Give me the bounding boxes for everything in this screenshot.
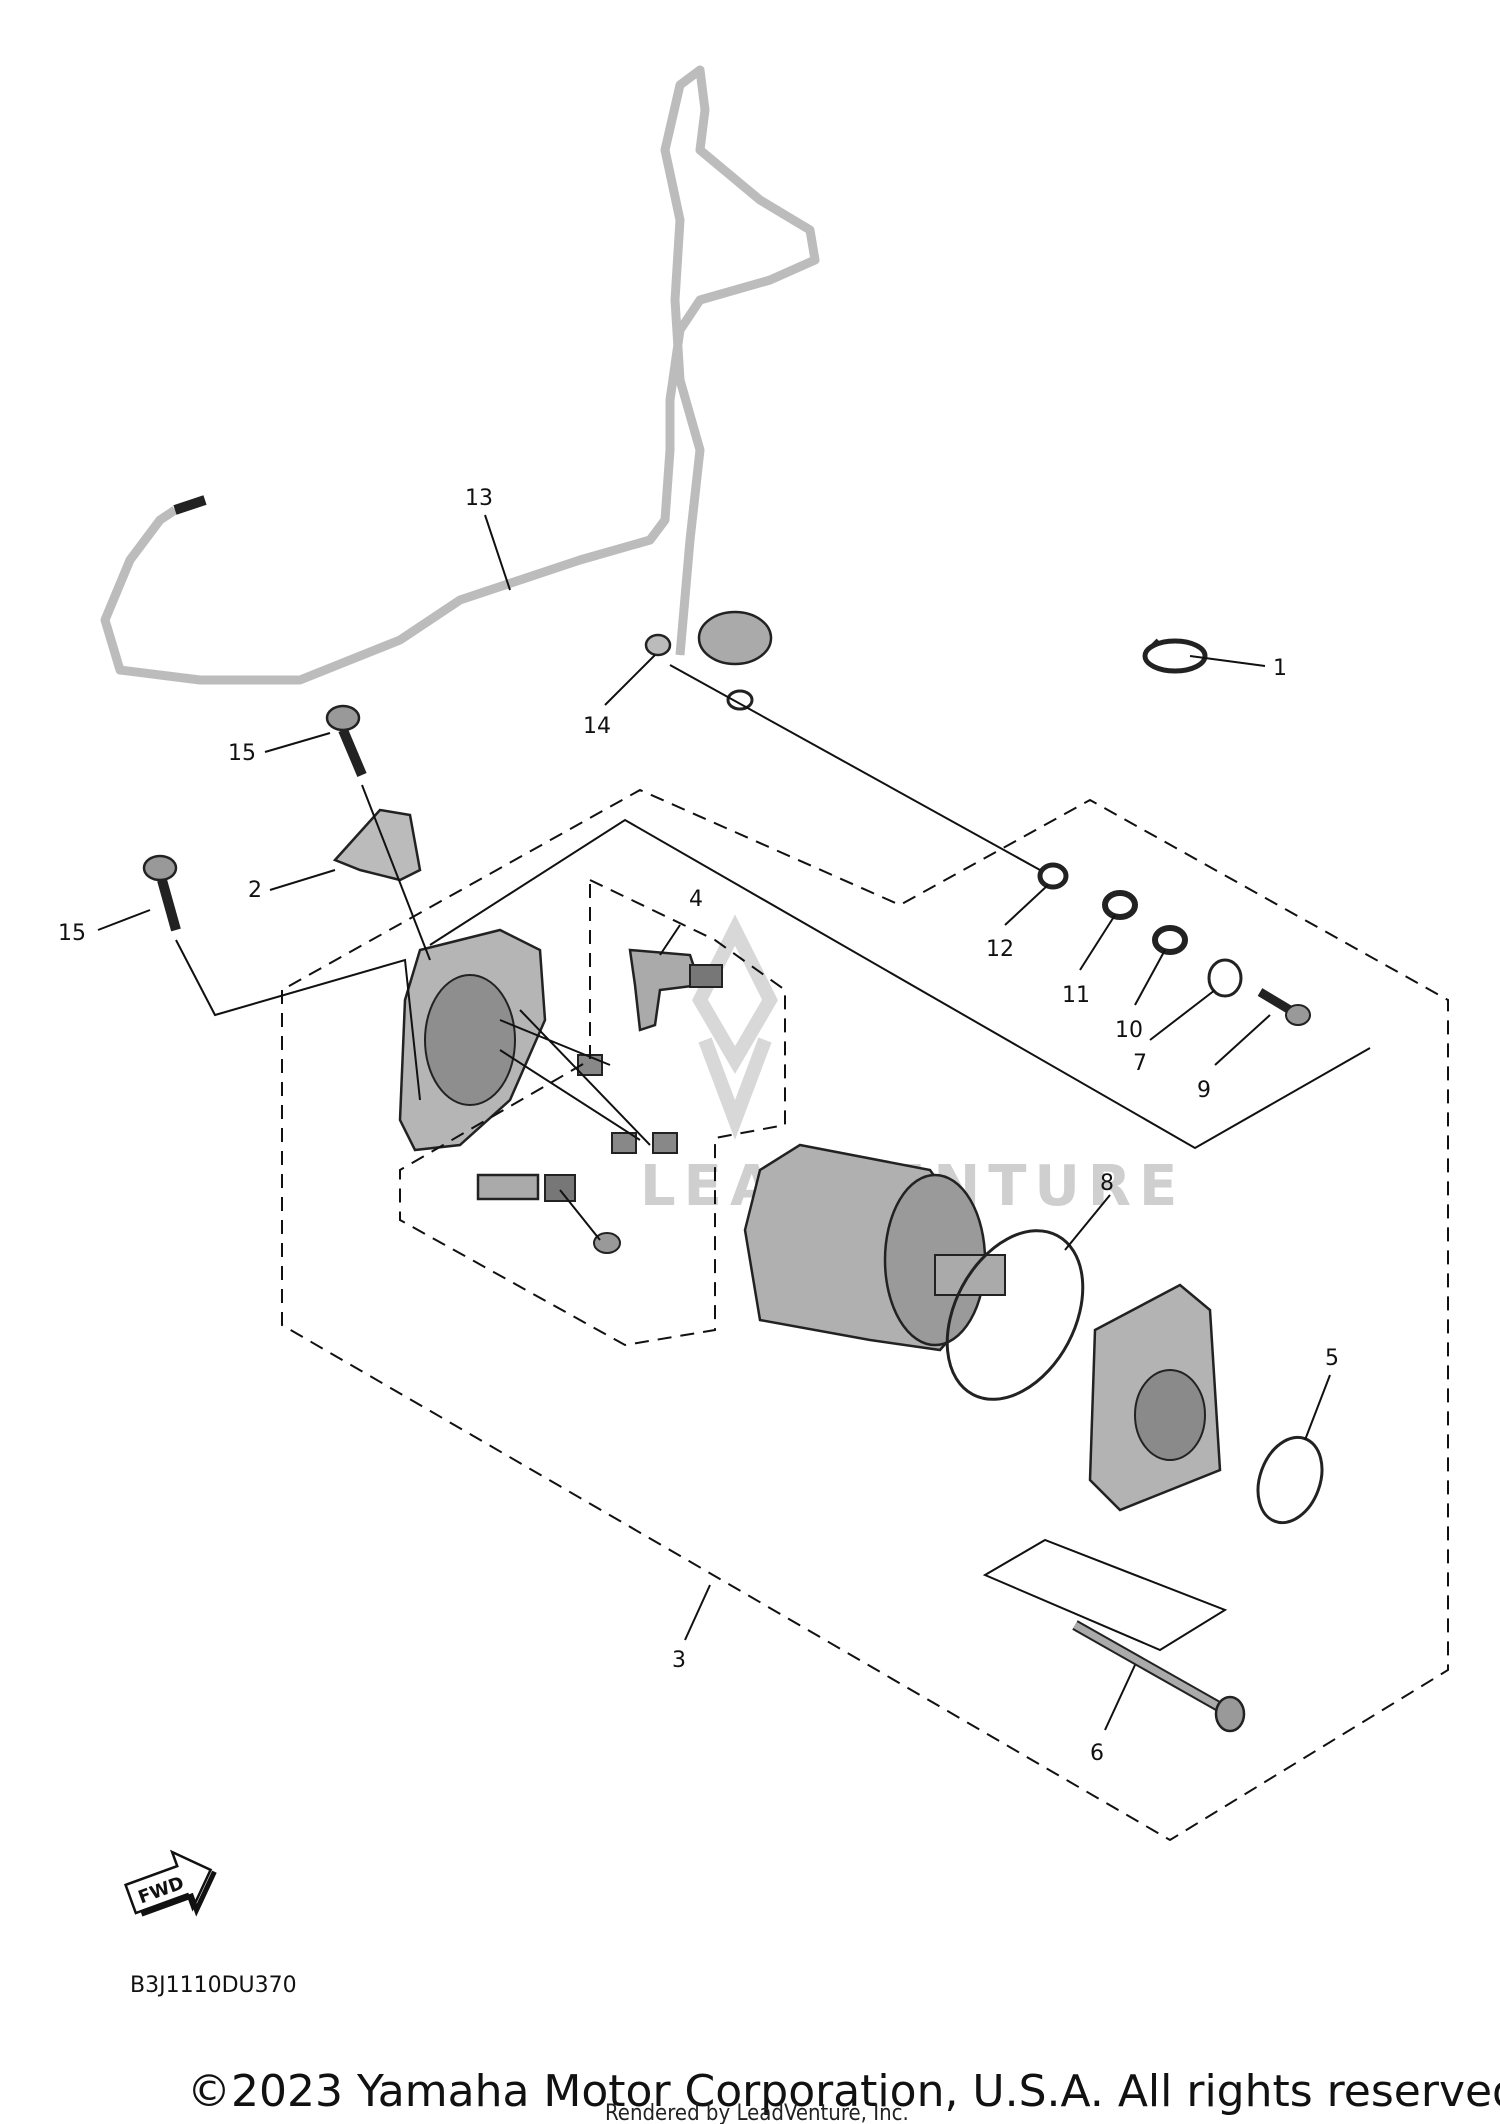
callout-6[interactable]: 6 [1090,1741,1104,1766]
callout-10[interactable]: 10 [1115,1018,1143,1043]
callout-15-lower[interactable]: 15 [58,921,86,946]
callout-14[interactable]: 14 [583,714,611,739]
part-9-bolt[interactable] [1257,988,1311,1026]
leader-line-15a-down [361,784,431,961]
leader-line-1 [1189,655,1266,667]
o-ring-8 [945,1229,1085,1401]
leader-line-15b [97,909,151,931]
callout-13[interactable]: 13 [465,486,493,511]
callout-15-upper[interactable]: 15 [228,741,256,766]
callout-5[interactable]: 5 [1325,1346,1339,1371]
cable-end-terminal [173,495,207,515]
leader-line-7 [1149,989,1216,1041]
callout-4[interactable]: 4 [689,887,703,912]
callout-2[interactable]: 2 [248,878,262,903]
part-2-bracket[interactable] [332,808,422,882]
part-15-bolt-upper[interactable] [325,704,367,777]
part-7-o-ring[interactable] [1207,958,1243,998]
end-cover-group-boundary [982,1538,1228,1652]
leader-line-terminal [669,664,1041,871]
part-10-washer[interactable] [1152,925,1188,955]
leader-line-2 [269,869,336,891]
callout-1[interactable]: 1 [1273,656,1287,681]
part-6-through-bolt[interactable] [1072,1620,1246,1733]
callout-11[interactable]: 11 [1062,983,1090,1008]
brush-group-boundary [399,878,786,1347]
callout-8[interactable]: 8 [1100,1171,1114,1196]
end-cover [1088,1283,1222,1512]
part-15-bolt-lower[interactable] [142,854,181,932]
leader-line-6 [1104,1664,1136,1731]
leader-line-4 [659,924,681,956]
part-12-nut[interactable] [1037,862,1069,890]
leader-line-12 [1004,884,1049,926]
watermark-flame-icon [692,914,778,1140]
terminal-group-boundary [429,818,1371,1150]
part-14-nut[interactable] [644,633,672,657]
cable-terminal-boot [697,610,773,666]
fwd-arrow-icon: FWD [123,1849,217,1917]
part-1-clamp[interactable] [1142,638,1208,674]
rendered-by-text: Rendered by LeadVenture, Inc. [605,2101,909,2124]
callout-7[interactable]: 7 [1133,1051,1147,1076]
leader-line-10 [1134,949,1166,1006]
callout-3[interactable]: 3 [672,1648,686,1673]
leader-line-13 [484,514,511,591]
leader-line-9 [1214,1014,1271,1066]
brush-holder-plate [398,928,547,1152]
leader-line-brushes [499,1009,651,1241]
leader-line-5 [1304,1374,1331,1441]
assembly-3-boundary [281,788,1449,1842]
diagram-code: B3J1110DU370 [130,1973,297,1998]
callout-12[interactable]: 12 [986,937,1014,962]
leader-line-3 [684,1584,711,1641]
copyright-text: ©2023 Yamaha Motor Corporation, U.S.A. A… [187,2066,1500,2117]
part-4-brush-set[interactable] [476,948,723,1254]
leader-line-8 [1064,1194,1111,1251]
leader-line-11 [1079,914,1116,971]
part-11-washer[interactable] [1102,890,1138,920]
part-5-o-ring[interactable] [1247,1428,1333,1531]
leader-line-15a [264,732,331,753]
leader-line-14 [604,654,656,706]
starter-cable[interactable] [100,65,820,685]
leader-line-15b-down [175,939,421,1101]
terminal-washer [726,689,754,711]
part-8-armature[interactable] [743,1143,1006,1352]
callout-9[interactable]: 9 [1197,1078,1211,1103]
